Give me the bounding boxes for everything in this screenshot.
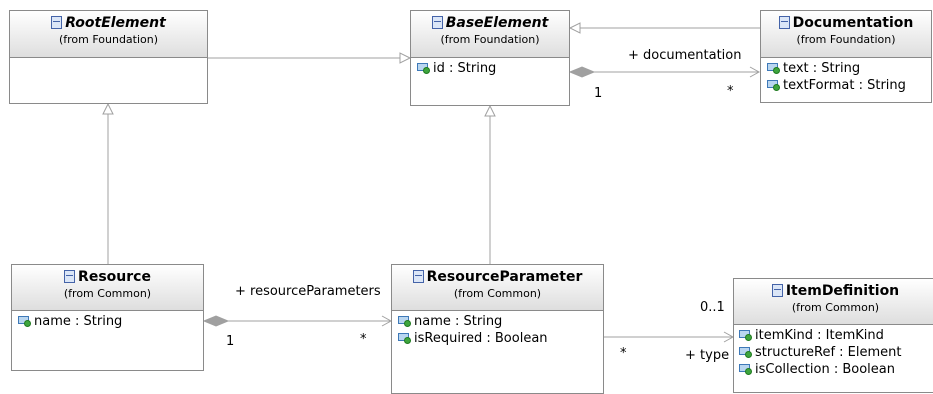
multiplicity-source-type: *: [620, 346, 627, 361]
class-name: RootElement: [65, 15, 166, 31]
class-icon: [778, 16, 790, 29]
composition-base-documentation: [568, 66, 761, 78]
attribute-row[interactable]: text : String: [767, 60, 931, 77]
attribute-row[interactable]: name : String: [18, 313, 203, 330]
class-header: BaseElement (from Foundation): [411, 11, 569, 58]
class-icon: [412, 270, 424, 283]
class-resource-parameter[interactable]: ResourceParameter (from Common) name : S…: [391, 264, 604, 394]
attribute-icon: [739, 346, 753, 358]
class-name: Resource: [78, 269, 151, 285]
class-icon: [431, 16, 443, 29]
attribute-icon: [739, 363, 753, 375]
package-label: (from Common): [453, 287, 542, 300]
attribute-label: structureRef : Element: [755, 345, 902, 360]
class-header: ResourceParameter (from Common): [392, 265, 603, 311]
class-header: ItemDefinition (from Common): [734, 279, 933, 325]
attribute-compartment: name : String: [12, 311, 203, 330]
package-label: (from Common): [63, 287, 152, 300]
multiplicity-target-resource-parameters: *: [360, 332, 367, 347]
class-icon: [51, 16, 63, 29]
role-label-documentation: + documentation: [628, 48, 742, 63]
attribute-label: id : String: [433, 61, 497, 76]
attribute-label: name : String: [414, 314, 503, 329]
class-icon: [64, 270, 76, 283]
class-name: ItemDefinition: [785, 283, 900, 299]
attribute-label: text : String: [783, 61, 861, 76]
generalization-resource-to-root: [102, 102, 114, 264]
attribute-icon: [398, 332, 412, 344]
class-header: Resource (from Common): [12, 265, 203, 311]
attribute-icon: [398, 315, 412, 327]
package-label: (from Foundation): [58, 33, 159, 46]
class-root-element[interactable]: RootElement (from Foundation): [9, 10, 208, 104]
attribute-label: textFormat : String: [783, 78, 906, 93]
multiplicity-source-resource-parameters: 1: [226, 334, 235, 349]
role-label-type: + type: [685, 348, 730, 363]
multiplicity-target-documentation: *: [727, 84, 734, 99]
class-header: Documentation (from Foundation): [761, 11, 931, 58]
attribute-label: isCollection : Boolean: [755, 362, 895, 377]
multiplicity-source-documentation: 1: [594, 86, 603, 101]
attribute-row[interactable]: itemKind : ItemKind: [739, 327, 933, 344]
package-label: (from Foundation): [440, 33, 540, 46]
package-label: (from Common): [791, 301, 880, 314]
attribute-row[interactable]: id : String: [417, 60, 569, 77]
class-header: RootElement (from Foundation): [10, 11, 207, 58]
attribute-label: isRequired : Boolean: [414, 331, 548, 346]
package-label: (from Foundation): [796, 33, 896, 46]
class-item-definition[interactable]: ItemDefinition (from Common) itemKind : …: [733, 278, 933, 393]
attribute-row[interactable]: textFormat : String: [767, 77, 931, 94]
composition-resource-resourceparameters: [202, 315, 393, 327]
class-name: Documentation: [792, 15, 914, 31]
attribute-icon: [767, 79, 781, 91]
attribute-row[interactable]: name : String: [398, 313, 603, 330]
generalization-resourceparameter-to-base: [484, 104, 496, 264]
attribute-compartment: text : String textFormat : String: [761, 58, 931, 94]
attribute-row[interactable]: structureRef : Element: [739, 344, 933, 361]
attribute-icon: [417, 62, 431, 74]
attribute-compartment: id : String: [411, 58, 569, 77]
class-name: BaseElement: [445, 15, 549, 31]
attribute-icon: [739, 329, 753, 341]
class-name: ResourceParameter: [426, 269, 583, 285]
class-resource[interactable]: Resource (from Common) name : String: [11, 264, 204, 371]
attribute-row[interactable]: isCollection : Boolean: [739, 361, 933, 378]
generalization-root-to-base: [208, 52, 412, 64]
attribute-icon: [767, 62, 781, 74]
attribute-label: itemKind : ItemKind: [755, 328, 884, 343]
class-documentation[interactable]: Documentation (from Foundation) text : S…: [760, 10, 932, 103]
attribute-row[interactable]: isRequired : Boolean: [398, 330, 603, 347]
attribute-compartment: name : String isRequired : Boolean: [392, 311, 603, 347]
attribute-compartment: itemKind : ItemKind structureRef : Eleme…: [734, 325, 933, 378]
class-base-element[interactable]: BaseElement (from Foundation) id : Strin…: [410, 10, 570, 106]
class-icon: [771, 284, 783, 297]
generalization-documentation-to-base: [568, 22, 760, 34]
attribute-label: name : String: [34, 314, 123, 329]
multiplicity-target-type: 0..1: [700, 300, 725, 315]
association-resourceparameter-type: [604, 331, 735, 343]
role-label-resource-parameters: + resourceParameters: [235, 284, 381, 299]
attribute-icon: [18, 315, 32, 327]
